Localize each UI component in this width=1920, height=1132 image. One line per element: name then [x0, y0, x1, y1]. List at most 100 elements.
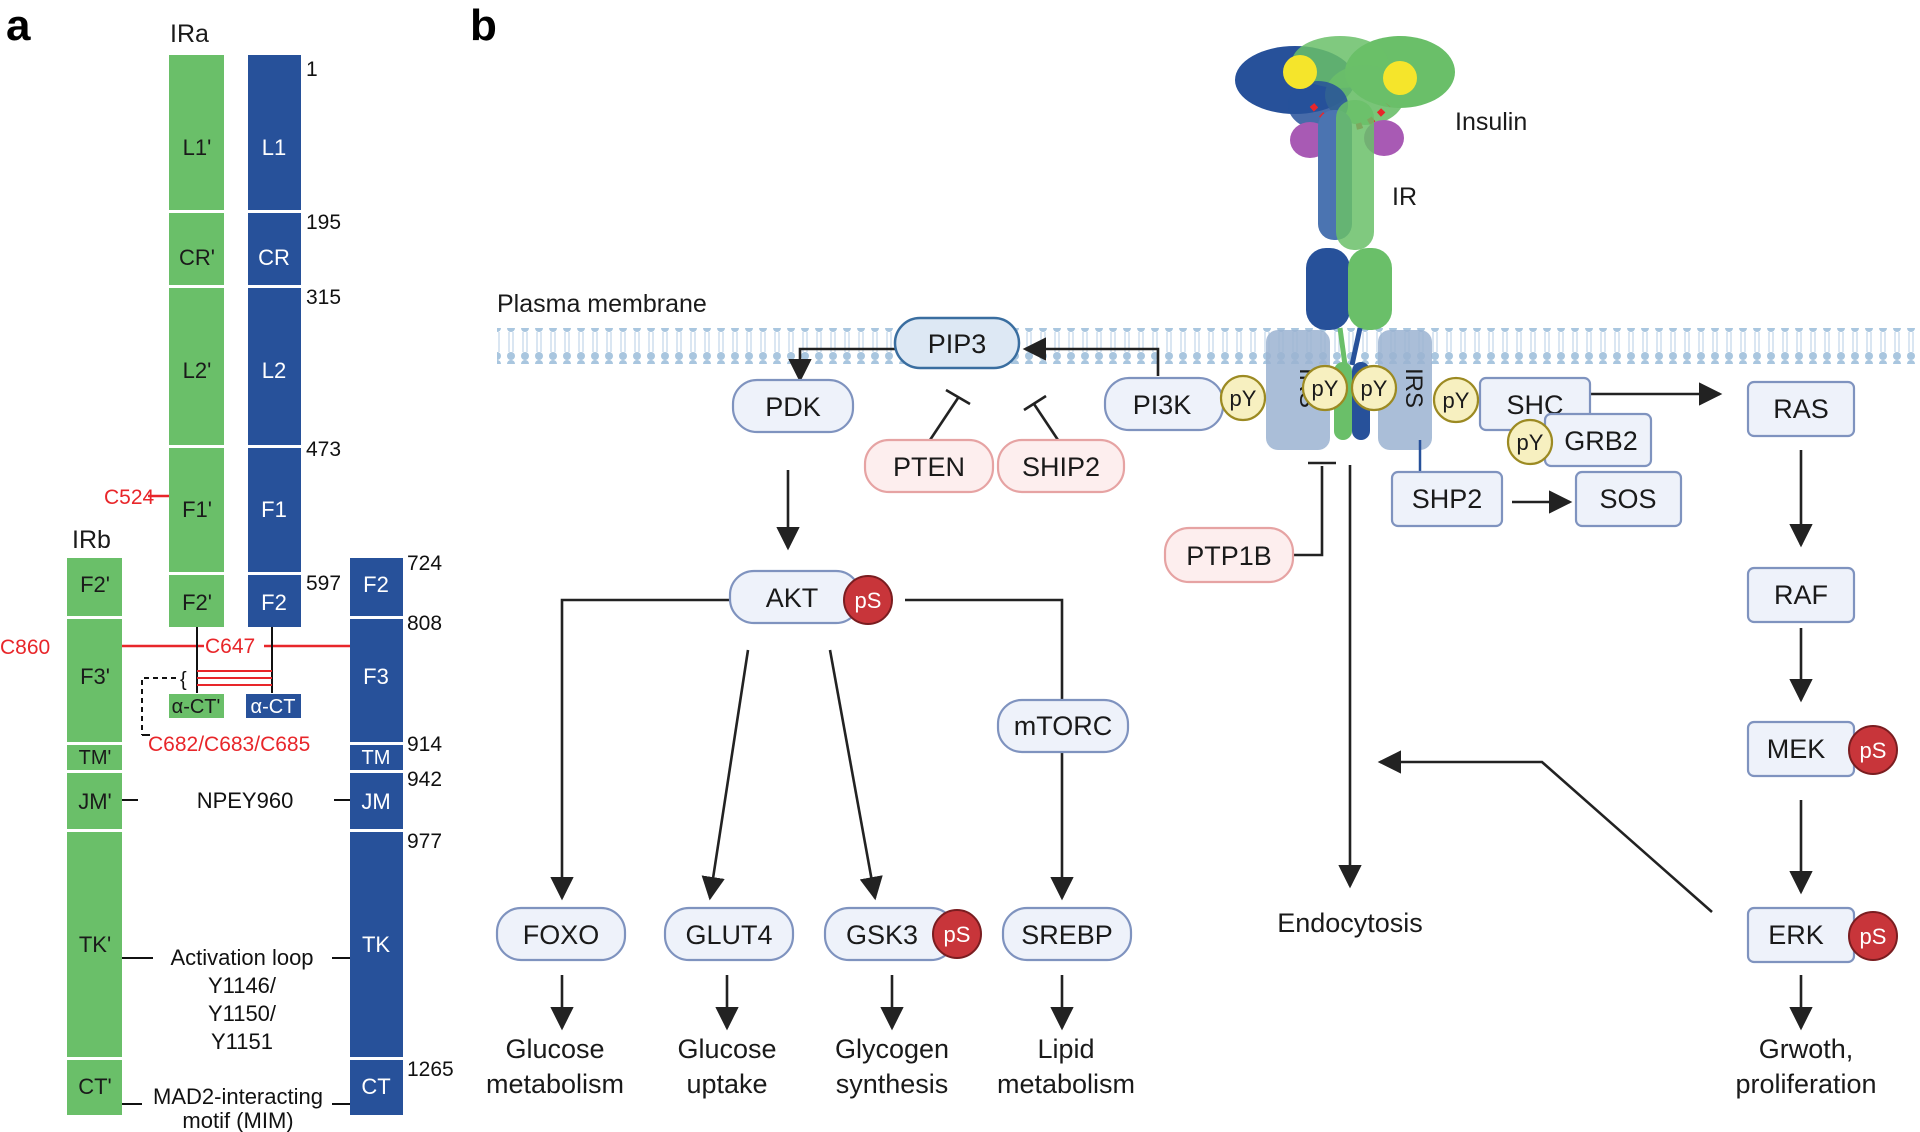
ras-label: RAS [1773, 394, 1829, 424]
edge-akt-glut4 [701, 649, 750, 901]
out-glycogen-1: Glycogen [835, 1034, 949, 1064]
c682-label: C682/C683/C685 [148, 733, 310, 756]
ps-label-erk: pS [1860, 924, 1887, 949]
activation-y1151: Y1151 [211, 1029, 273, 1054]
raf-label: RAF [1774, 580, 1828, 610]
akt-label: AKT [766, 583, 819, 613]
node-shp2: SHP2 [1390, 470, 1504, 528]
activation-y1150: Y1150/ [208, 1001, 277, 1026]
seg-l2-blue [248, 288, 301, 445]
res-1265: 1265 [407, 1058, 454, 1081]
irb-green-column [67, 558, 122, 1115]
out-endocytosis: Endocytosis [1277, 908, 1423, 938]
shp2-label: SHP2 [1412, 484, 1483, 514]
out-glucose-metabolism-1: Glucose [505, 1034, 604, 1064]
inhibit-pten [928, 397, 960, 441]
seg-crp-label: CR' [179, 245, 215, 270]
irb-f3-blue [350, 619, 403, 742]
edge-pip3-pdk [788, 347, 907, 383]
ps-badge-erk [1848, 911, 1898, 961]
ir-disulfide-dots [1309, 103, 1391, 131]
activation-y1146: Y1146/ [208, 973, 277, 998]
pip3-label: PIP3 [928, 329, 987, 359]
res-914: 914 [407, 733, 442, 756]
node-ras: RAS [1746, 380, 1856, 438]
ps-label-mek: pS [1860, 738, 1887, 763]
insulin-left [1283, 55, 1317, 89]
ps-label-gsk3: pS [944, 922, 971, 947]
irb-jmp-label: JM' [78, 789, 112, 814]
ir-fn-green [1348, 248, 1392, 330]
irb-tk-blue [350, 832, 403, 1057]
ship2-label: SHIP2 [1022, 452, 1100, 482]
py-badge-grb2 [1506, 418, 1554, 466]
erk-label: ERK [1768, 920, 1824, 950]
ir-fn-blue [1306, 248, 1350, 330]
mek-label: MEK [1767, 734, 1826, 764]
c647-label: C647 [205, 635, 255, 658]
glut4-label: GLUT4 [685, 920, 772, 950]
seg-l1-label: L1 [262, 135, 286, 160]
brace-symbol: { [180, 669, 187, 691]
irb-f3p-label: F3' [80, 664, 110, 689]
irb-f2p-label: F2' [80, 572, 110, 597]
node-sos: SOS [1574, 470, 1683, 528]
out-lipid-1: Lipid [1037, 1034, 1094, 1064]
inhibit-pten-bar [945, 388, 971, 406]
irb-tmp-label: TM' [79, 747, 112, 769]
irs-right-label: IRS [1400, 368, 1427, 408]
res-315: 315 [306, 286, 341, 309]
ps-badge-mek [1848, 725, 1898, 775]
irb-f3-label: F3 [363, 664, 389, 689]
seg-cr-blue [248, 213, 301, 285]
seg-f2p-label: F2' [182, 590, 212, 615]
seg-l1p-label: L1' [183, 135, 212, 160]
panel-b-label: b [470, 1, 497, 50]
seg-cr-label: CR [258, 245, 290, 270]
irb-f2-label: F2 [363, 572, 389, 597]
res-473: 473 [306, 438, 341, 461]
seg-f1p-label: F1' [182, 497, 212, 522]
insulin-right [1383, 61, 1417, 95]
seg-l2-label: L2 [262, 358, 286, 383]
node-pi3k: PI3K [1103, 376, 1225, 432]
node-mek: MEK [1746, 720, 1856, 778]
panel-a-label: a [6, 1, 31, 50]
py-label-3: pY [1361, 376, 1388, 401]
triple-disulfide [197, 670, 272, 686]
out-glycogen-2: synthesis [836, 1069, 949, 1099]
node-pten: PTEN [863, 438, 995, 494]
seg-f1-blue [248, 448, 301, 572]
ps-badge-akt [843, 575, 893, 625]
py-label-1: pY [1230, 386, 1257, 411]
out-glucose-uptake-2: uptake [686, 1069, 767, 1099]
mim-label-2: motif (MIM) [182, 1108, 293, 1132]
irb-ct-green [67, 1060, 122, 1115]
node-mtorc: mTORC [996, 698, 1130, 754]
res-942: 942 [407, 768, 442, 791]
irb-ct-label: CT [361, 1074, 390, 1099]
insulin-label: Insulin [1455, 108, 1527, 136]
pathway-edges [550, 337, 1813, 1031]
irb-jm-green [67, 773, 122, 829]
node-ship2: SHIP2 [996, 438, 1126, 494]
gsk3-label: GSK3 [846, 920, 918, 950]
irb-tm-label: TM [362, 747, 391, 769]
node-gsk3: GSK3 [823, 906, 957, 962]
mim-label-1: MAD2-interacting [153, 1084, 323, 1109]
py-label-4: pY [1443, 388, 1470, 413]
npey-label: NPEY960 [197, 788, 294, 813]
irb-tm-green [67, 745, 122, 770]
ps-label-akt: pS [855, 588, 882, 613]
mtorc-label: mTORC [1014, 711, 1113, 741]
irb-tm-blue [350, 745, 403, 770]
seg-l2p-label: L2' [183, 358, 212, 383]
irb-ct-blue [350, 1060, 403, 1115]
pdk-label: PDK [765, 392, 821, 422]
ira-green-column [169, 55, 224, 627]
res-195: 195 [306, 211, 341, 234]
seg-cr-green [169, 213, 224, 285]
node-akt: AKT [728, 569, 862, 625]
insulin-receptor-graphic [1235, 36, 1455, 440]
